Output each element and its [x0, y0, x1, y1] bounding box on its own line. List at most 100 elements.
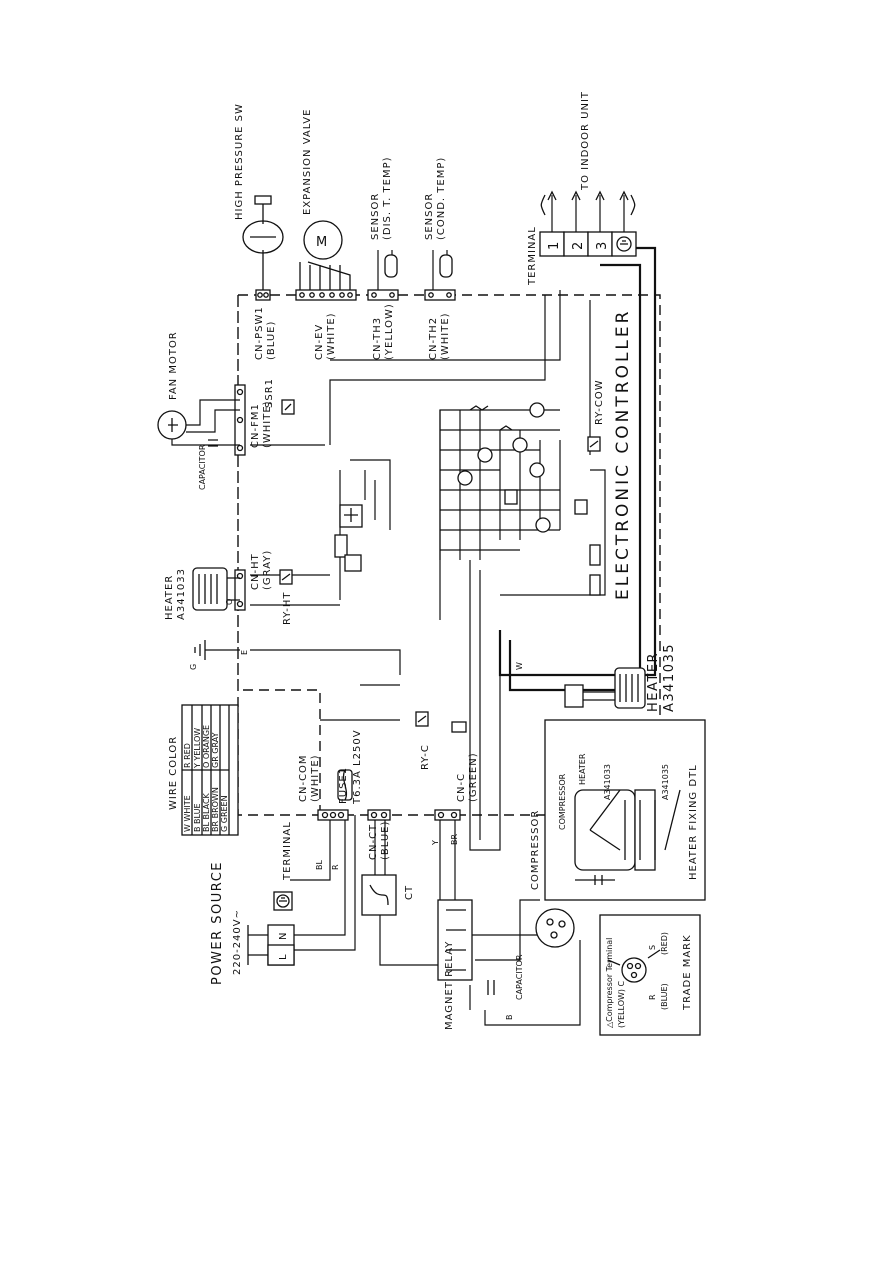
cn-th3-color: (YELLOW) — [384, 303, 395, 360]
capacitor-label-top: CAPACITOR — [198, 444, 207, 490]
magnet-relay-label: MAGNET RELAY — [444, 941, 455, 1030]
heater-fixing-box — [544, 719, 706, 901]
heater-top-model: A341033 — [176, 568, 187, 620]
terminal-label-left: TERMINAL — [282, 821, 293, 881]
cn-ct-label: CN-CT — [368, 824, 379, 860]
heater-fixing-compressor: COMPRESSOR — [558, 773, 567, 830]
sensor-cond-desc: (COND. TEMP) — [436, 157, 447, 240]
heater-bottom-model: A341035 — [662, 643, 677, 712]
capacitor-label-bottom: CAPACITOR — [515, 954, 524, 1000]
wire-code-y-1: Y — [431, 840, 440, 846]
cn-fm-label: CN-FM1 — [250, 403, 261, 448]
ct-label: CT — [404, 885, 415, 900]
sensor-cond-label: SENSOR — [424, 193, 435, 240]
compressor-icon — [535, 908, 575, 948]
wire-color-row-2: B BLUE — [193, 803, 202, 832]
trade-mark-label: TRADE MARK — [682, 934, 693, 1011]
controller-circuit — [334, 402, 601, 596]
svg-text:L: L — [278, 953, 289, 960]
wire-code-br-1: BR — [450, 834, 459, 845]
sensor-dis-desc: (DIS. T. TEMP) — [382, 156, 393, 240]
connector-cn-th2 — [424, 289, 456, 301]
expansion-valve-label: EXPANSION VALVE — [302, 109, 313, 215]
connector-cn-ht — [234, 569, 246, 611]
terminal-right-3: 3 — [595, 240, 610, 250]
heater-fixing-m1: A341033 — [603, 764, 612, 800]
connector-cn-com — [317, 809, 349, 821]
heater-bottom-name: HEATER — [646, 652, 661, 712]
cn-c-color: (GREEN) — [468, 752, 479, 802]
ssr-label: SSR1 — [264, 378, 275, 408]
wire-color-row-3b: O ORANGE — [202, 725, 211, 768]
cn-th2-label: CN-TH2 — [428, 317, 439, 360]
sensor-dis-temp-icon — [377, 250, 398, 290]
expansion-valve-icon — [299, 220, 351, 290]
connector-cn-th3 — [367, 289, 399, 301]
cn-ev-color: (WHITE) — [326, 312, 337, 360]
wire-code-g-1: G — [189, 664, 198, 670]
controller-board-outline — [237, 294, 661, 816]
ry-cow-label: RY-COW — [594, 379, 605, 425]
wire-color-row-1b: R RED — [183, 743, 192, 768]
connector-cn-ev — [295, 289, 357, 301]
cn-psw-color: (BLUE) — [266, 321, 277, 360]
expansion-valve-m: M — [316, 235, 329, 250]
compressor-terminal-s-color: (RED) — [660, 932, 669, 955]
compressor-terminal-s: S — [648, 945, 657, 950]
fuse-label: FUSE1 — [338, 767, 349, 804]
cn-psw-label: CN-PSW1 — [254, 306, 265, 360]
power-source-block: L N — [247, 924, 295, 966]
heater-fixing-title: HEATER FIXING DTL — [688, 764, 699, 880]
wire-color-row-3: BL BLACK — [202, 792, 211, 832]
cn-com-label: CN-COM — [298, 754, 309, 802]
controller-title: ELECTRONIC CONTROLLER — [613, 309, 633, 600]
terminal-right-2: 2 — [571, 240, 586, 250]
terminal-right-label: TERMINAL — [527, 226, 538, 286]
cn-th2-color: (WHITE) — [440, 312, 451, 360]
cn-ht-label: CN-HT — [250, 553, 261, 590]
terminal-right-1: 1 — [547, 240, 562, 250]
compressor-terminal-r-color: (BLUE) — [660, 983, 669, 1010]
heater-fixing-heater: HEATER — [578, 753, 587, 785]
connector-cn-c — [434, 809, 461, 821]
connector-cn-psw — [255, 289, 271, 301]
wire-color-row-4b: GR GRAY — [211, 732, 220, 768]
sensor-dis-label: SENSOR — [370, 193, 381, 240]
heater-top-icon — [192, 567, 240, 611]
heater-bottom-icon — [564, 667, 646, 709]
heater-fixing-m2: A341035 — [661, 764, 670, 800]
connector-cn-fm — [234, 384, 246, 456]
ry-c-relay-icon — [415, 711, 467, 733]
compressor-capacitor-icon — [487, 980, 495, 995]
fan-motor-label: FAN MOTOR — [168, 331, 179, 400]
compressor-terminal-r: R — [648, 994, 657, 1000]
to-indoor-label: TO INDOOR UNIT — [580, 91, 591, 191]
wire-code-bl-1: BL — [315, 860, 324, 870]
wire-code-b-1: B — [505, 1015, 514, 1021]
compressor-terminal-title: △Compressor Terminal — [605, 938, 614, 1028]
wire-code-w-1: W — [515, 662, 524, 670]
wire-color-row-1: W WHITE — [183, 795, 192, 832]
fan-motor-icon — [157, 399, 240, 446]
cn-ht-color: (GRAY) — [262, 550, 273, 590]
power-source-title: POWER SOURCE — [210, 861, 225, 985]
high-pressure-label: HIGH PRESSURE SW — [234, 103, 245, 220]
sensor-cond-temp-icon — [432, 250, 453, 290]
compressor-terminal-box — [599, 914, 701, 1036]
ry-ht-label: RY-HT — [282, 592, 293, 625]
terminal-block-right — [539, 231, 637, 257]
compressor-label: COMPRESSOR — [530, 810, 541, 890]
wire-color-table — [181, 704, 239, 836]
wire-code-e-1: E — [240, 650, 249, 655]
to-indoor-arrows — [540, 190, 636, 232]
earth-terminal-icon — [273, 891, 293, 911]
cn-com-color: (WHITE) — [310, 754, 321, 802]
wire-code-r-1: R — [331, 864, 340, 870]
heater-top-name: HEATER — [164, 575, 175, 620]
high-pressure-switch-icon — [242, 195, 284, 290]
compressor-terminal-color: (YELLOW) C — [617, 980, 626, 1028]
ct-icon — [361, 874, 397, 916]
svg-text:N: N — [278, 932, 289, 940]
wire-code-o-1: O — [225, 599, 234, 605]
